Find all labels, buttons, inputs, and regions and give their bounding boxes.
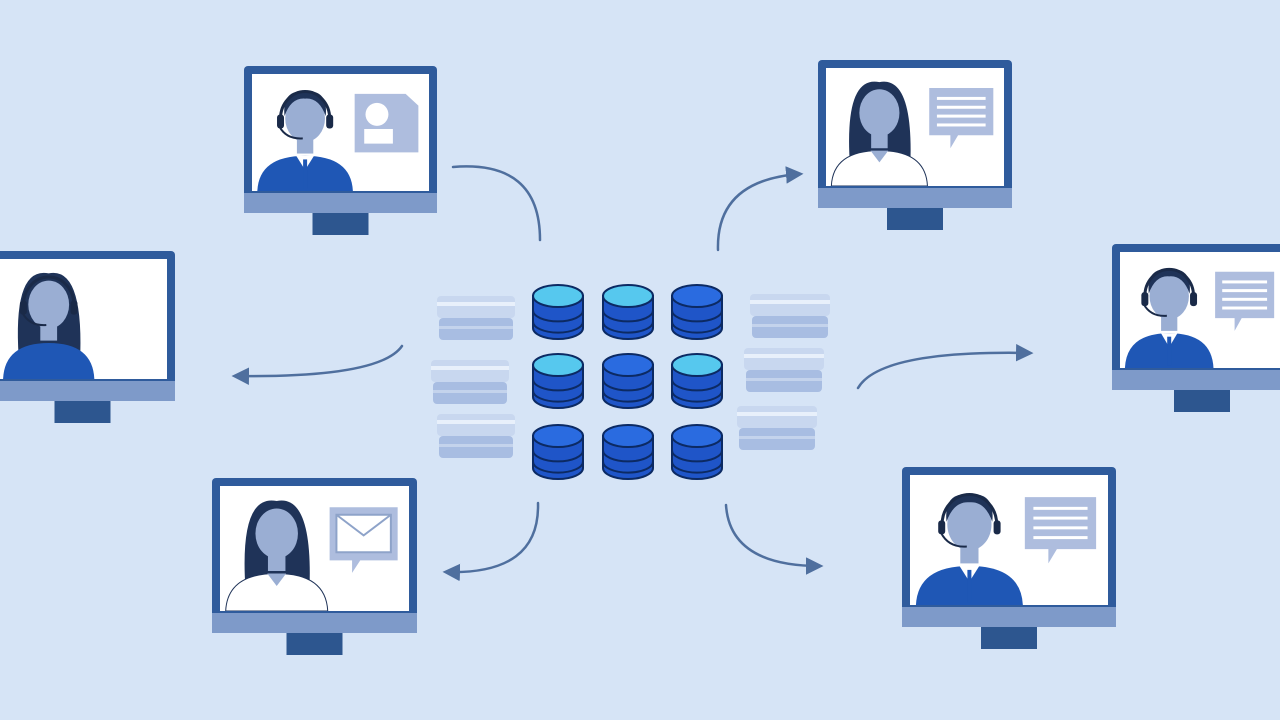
monitor-chin <box>244 193 437 213</box>
database-grid <box>532 284 723 480</box>
screen-content <box>1124 267 1275 368</box>
data-tray <box>437 414 515 458</box>
screen-content <box>3 272 95 379</box>
screen-content <box>225 500 398 611</box>
data-tray <box>431 360 509 404</box>
connector-line-top-left <box>451 165 542 242</box>
arrow-to-top-right <box>716 166 804 252</box>
monitor-stand <box>286 633 343 655</box>
database-cylinder-icon <box>602 284 654 340</box>
face <box>255 508 298 559</box>
monitor-agent-right <box>1112 244 1280 412</box>
face <box>859 89 900 137</box>
id-card-icon <box>354 93 419 153</box>
face <box>947 498 992 551</box>
headset-icon <box>1141 267 1198 317</box>
avatar-male-headset <box>1124 267 1214 368</box>
monitor-stand <box>1174 390 1230 412</box>
face <box>285 95 325 142</box>
hair <box>1148 269 1190 294</box>
data-tray <box>750 294 830 338</box>
screen-content <box>257 90 419 191</box>
agent-monitors <box>0 60 1280 655</box>
monitor-chin <box>818 188 1012 208</box>
chat-bubble-icon <box>1215 271 1275 331</box>
arrow-to-bottom-left <box>442 501 540 582</box>
arrow-to-right <box>856 343 1034 390</box>
monitor-agent-bottom-left <box>212 478 417 655</box>
database-cylinder-icon <box>532 284 584 340</box>
monitor-stand <box>312 213 369 235</box>
monitor-stand <box>981 627 1037 649</box>
database-cylinder-icon <box>532 353 584 409</box>
monitor-agent-left <box>0 251 175 423</box>
avatar-female <box>225 500 329 611</box>
monitor-stand <box>54 401 111 423</box>
monitor-chin <box>902 607 1116 627</box>
envelope-icon <box>329 507 398 573</box>
hair <box>946 494 993 522</box>
arrow-to-bottom-right <box>724 503 824 575</box>
chat-bubble-icon <box>1024 497 1097 564</box>
avatar-male-headset <box>257 90 353 191</box>
hair <box>284 91 326 117</box>
screen-content <box>830 81 994 186</box>
connector-arrows <box>231 165 1034 582</box>
monitor-chin <box>212 613 417 633</box>
avatar-male-headset <box>915 493 1023 605</box>
data-tray <box>744 348 824 392</box>
chat-bubble-icon <box>929 88 994 149</box>
screen-content <box>915 493 1097 605</box>
headset-icon <box>277 90 334 140</box>
database-cylinder-icon <box>671 424 723 480</box>
monitor-chin <box>1112 370 1280 390</box>
face <box>1149 272 1189 320</box>
headset-icon <box>19 275 78 327</box>
database-cylinder-icon <box>602 424 654 480</box>
monitor-agent-bottom-right <box>902 467 1116 649</box>
database-cylinder-icon <box>671 353 723 409</box>
avatar-female-headset <box>3 272 95 379</box>
monitor-stand <box>887 208 943 230</box>
data-tray <box>437 296 515 340</box>
monitor-agent-top-left <box>244 66 437 235</box>
face <box>28 280 70 329</box>
arrow-to-left <box>231 344 404 385</box>
monitor-agent-top-right <box>818 60 1012 230</box>
database-cylinder-icon <box>602 353 654 409</box>
database-cylinder-icon <box>532 424 584 480</box>
headset-icon <box>938 493 1001 548</box>
monitor-chin <box>0 381 175 401</box>
database-cylinder-icon <box>671 284 723 340</box>
data-tray <box>737 406 817 450</box>
data-trays <box>431 294 830 458</box>
avatar-female <box>830 81 928 186</box>
